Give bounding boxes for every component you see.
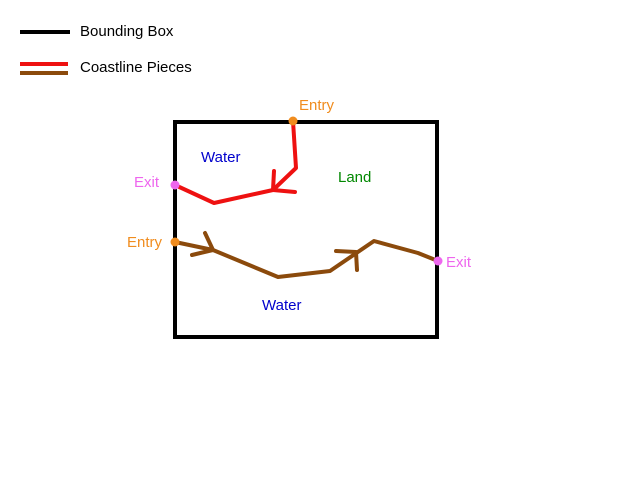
coastline-brown-arrow-2 [334,249,359,272]
legend: Bounding Box Coastline Pieces [20,23,192,76]
coastline-red-arrow [271,169,297,194]
legend-bounding-box-label: Bounding Box [80,23,174,40]
coastline-brown-path [173,239,440,279]
coastline-piece-red [173,119,298,205]
markers: Entry Exit Entry Exit [127,97,472,271]
region-labels: Water Land Water [201,149,371,314]
region-water-bottom: Water [262,297,301,314]
region-water-top: Water [201,149,240,166]
coastline-brown-arrow-1 [190,231,215,257]
entry-top-dot [288,116,298,126]
legend-coastline-label: Coastline Pieces [80,59,192,76]
coastline-piece-brown [173,231,440,279]
entry-top-label: Entry [299,97,335,114]
exit-right-dot [433,256,443,266]
exit-left-dot [170,180,180,190]
exit-right-label: Exit [446,254,472,271]
region-land: Land [338,169,371,186]
exit-left-label: Exit [134,174,160,191]
entry-left-label: Entry [127,234,163,251]
entry-left-dot [170,237,180,247]
bounding-box [173,120,439,339]
